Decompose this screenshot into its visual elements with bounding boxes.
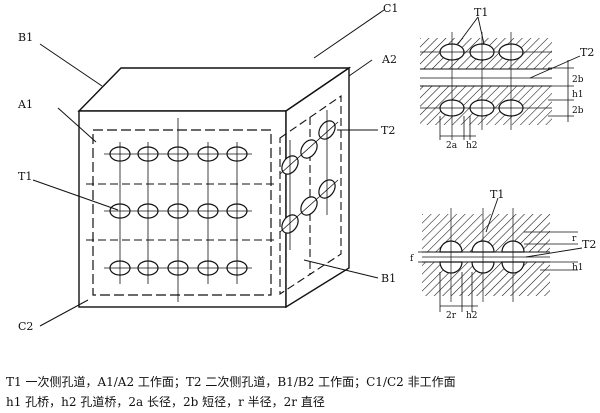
detail-bottom-label-t1: T1 — [490, 188, 504, 201]
label-c2: C2 — [18, 320, 33, 333]
detail-bottom-dim-f: f — [410, 254, 414, 264]
label-a1: A1 — [17, 98, 33, 111]
front-face-centerlines — [104, 118, 252, 302]
detail-bottom-dim-r: r — [572, 234, 577, 244]
label-t1: T1 — [18, 170, 32, 183]
detail-top-label-t1: T1 — [474, 6, 488, 19]
cube-leader-lines — [32, 9, 385, 327]
label-a2: A2 — [381, 53, 397, 66]
cube-labels: B1 C1 A2 A1 T2 T1 B1 C2 — [17, 2, 398, 333]
detail-bottom-dim-h1: h1 — [572, 263, 584, 273]
detail-top-dim-2a: 2a — [446, 141, 458, 151]
label-c1: C1 — [383, 2, 398, 15]
detail-top-dim-2b-top: 2b — [572, 75, 584, 85]
right-face-centerlines — [279, 110, 339, 250]
label-t2: T2 — [381, 124, 395, 137]
detail-top-dim-h2: h2 — [466, 141, 478, 151]
detail-bottom-dim-2r: 2r — [446, 311, 457, 321]
caption-line-2: h1 孔桥，h2 孔道桥，2a 长径，2b 短径，r 半径，2r 直径 — [6, 395, 325, 409]
caption-line-1: T1 一次侧孔道，A1/A2 工作面；T2 二次侧孔道，B1/B2 工作面；C1… — [6, 375, 456, 389]
detail-top-dim-h1: h1 — [572, 90, 584, 100]
detail-bottom-dim-h2: h2 — [466, 311, 478, 321]
cube-right-face-b1 — [285, 66, 350, 309]
label-b1-right: B1 — [381, 272, 396, 285]
label-b1-top: B1 — [18, 31, 33, 44]
detail-bottom-semicircular: T1 r T2 f h1 2r h2 — [410, 188, 596, 321]
front-face-dashed-region — [86, 129, 278, 296]
detail-bottom-label-t2: T2 — [582, 238, 596, 251]
detail-top-elliptical: T1 T2 2b h1 2b 2a h2 — [420, 6, 594, 151]
detail-top-label-t2: T2 — [580, 46, 594, 59]
detail-top-dim-2b-bottom: 2b — [572, 106, 584, 116]
